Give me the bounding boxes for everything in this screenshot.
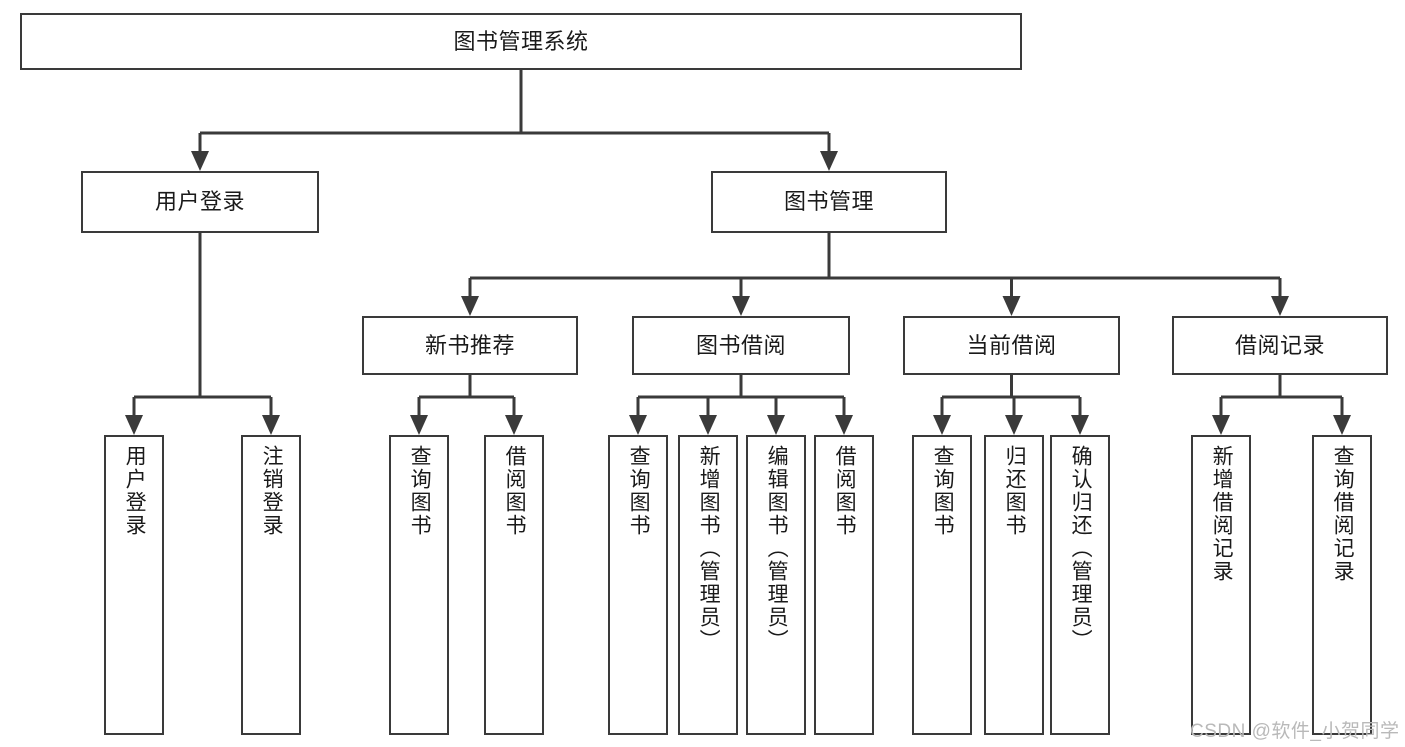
connector-from-login bbox=[125, 233, 280, 435]
node-label-leaf-nb-query: 查询图书 bbox=[408, 445, 432, 537]
node-label-leaf-cur-confirm: 确认归还（管理员） bbox=[1069, 445, 1093, 652]
connector-from-records bbox=[1212, 375, 1351, 435]
connector-from-current bbox=[933, 375, 1089, 435]
node-label-leaf-nb-borrow: 借阅图书 bbox=[503, 445, 527, 537]
node-leaf-login[interactable]: 用户登录 bbox=[104, 435, 164, 735]
node-bookmgmt[interactable]: 图书管理 bbox=[711, 171, 947, 233]
node-label-leaf-bo-query: 查询图书 bbox=[627, 445, 651, 537]
node-label-leaf-rec-add: 新增借阅记录 bbox=[1210, 445, 1234, 583]
node-login[interactable]: 用户登录 bbox=[81, 171, 319, 233]
node-leaf-bo-add[interactable]: 新增图书（管理员） bbox=[678, 435, 738, 735]
node-leaf-cur-return[interactable]: 归还图书 bbox=[984, 435, 1044, 735]
node-leaf-nb-query[interactable]: 查询图书 bbox=[389, 435, 449, 735]
node-label-login: 用户登录 bbox=[154, 189, 245, 215]
node-root[interactable]: 图书管理系统 bbox=[20, 13, 1022, 70]
node-label-leaf-cur-query: 查询图书 bbox=[931, 445, 955, 537]
node-leaf-bo-query[interactable]: 查询图书 bbox=[608, 435, 668, 735]
node-label-leaf-bo-borrow: 借阅图书 bbox=[833, 445, 857, 537]
node-leaf-bo-borrow[interactable]: 借阅图书 bbox=[814, 435, 874, 735]
node-leaf-rec-add[interactable]: 新增借阅记录 bbox=[1191, 435, 1251, 735]
node-leaf-cur-query[interactable]: 查询图书 bbox=[912, 435, 972, 735]
node-label-leaf-cur-return: 归还图书 bbox=[1003, 445, 1027, 537]
node-leaf-logout[interactable]: 注销登录 bbox=[241, 435, 301, 735]
node-borrow[interactable]: 图书借阅 bbox=[632, 316, 850, 375]
connector-from-newbook bbox=[410, 375, 523, 435]
node-leaf-bo-edit[interactable]: 编辑图书（管理员） bbox=[746, 435, 806, 735]
node-label-current: 当前借阅 bbox=[966, 332, 1057, 358]
node-label-borrow: 图书借阅 bbox=[695, 332, 786, 358]
node-label-leaf-bo-add: 新增图书（管理员） bbox=[697, 445, 721, 652]
node-leaf-nb-borrow[interactable]: 借阅图书 bbox=[484, 435, 544, 735]
node-label-root: 图书管理系统 bbox=[453, 28, 589, 54]
node-label-leaf-bo-edit: 编辑图书（管理员） bbox=[765, 445, 789, 652]
node-current[interactable]: 当前借阅 bbox=[903, 316, 1120, 375]
node-label-leaf-login: 用户登录 bbox=[123, 445, 147, 537]
node-leaf-cur-confirm[interactable]: 确认归还（管理员） bbox=[1050, 435, 1110, 735]
connector-from-borrow bbox=[629, 375, 853, 435]
node-label-leaf-rec-query: 查询借阅记录 bbox=[1331, 445, 1355, 583]
node-label-bookmgmt: 图书管理 bbox=[783, 189, 874, 215]
node-records[interactable]: 借阅记录 bbox=[1172, 316, 1388, 375]
connector-from-root bbox=[191, 70, 838, 171]
node-label-newbook: 新书推荐 bbox=[424, 332, 515, 358]
node-label-records: 借阅记录 bbox=[1234, 332, 1325, 358]
node-leaf-rec-query[interactable]: 查询借阅记录 bbox=[1312, 435, 1372, 735]
node-label-leaf-logout: 注销登录 bbox=[260, 445, 284, 537]
node-newbook[interactable]: 新书推荐 bbox=[362, 316, 578, 375]
csdn-watermark: CSDN @软件_小贺同学 bbox=[1190, 721, 1400, 742]
connector-from-bookmgmt bbox=[461, 233, 1289, 316]
